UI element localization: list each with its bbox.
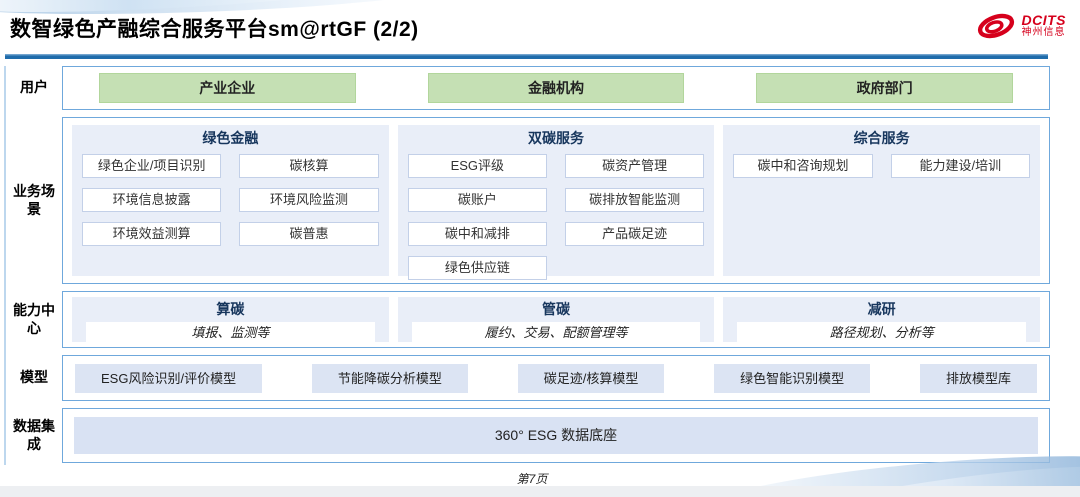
models-container: ESG风险识别/评价模型 节能降碳分析模型 碳足迹/核算模型 绿色智能识别模型 …: [62, 355, 1050, 401]
company-logo: DCITS 神州信息: [975, 11, 1067, 41]
data-foundation-item: 360° ESG 数据底座: [74, 417, 1038, 454]
page-title: 数智绿色产融综合服务平台sm@rtGF (2/2): [10, 18, 419, 41]
users-container: 产业企业 金融机构 政府部门: [62, 66, 1050, 110]
brand-name-cn: 神州信息: [1021, 27, 1066, 39]
panel-title: 双碳服务: [528, 130, 584, 146]
scenario-item: 环境信息披露: [82, 188, 222, 212]
brand-name: DCITS: [1021, 12, 1066, 29]
row-label-capabilities: 能力中心: [13, 302, 55, 336]
scenario-item: 碳中和减排: [407, 222, 547, 246]
user-box-industry: 产业企业: [99, 73, 356, 103]
scenario-item: 绿色企业/项目识别: [82, 154, 222, 178]
row-label-users: 用户: [20, 79, 48, 96]
model-item: 排放模型库: [919, 363, 1037, 393]
row-label-scenarios: 业务场景: [13, 183, 55, 217]
scenario-item: 碳账户: [407, 188, 547, 212]
cap-panel-reduce-research: 减研 路径规划、分析等: [723, 297, 1041, 343]
scenario-item: 碳中和咨询规划: [733, 154, 873, 178]
capabilities-container: 算碳 填报、监测等 管碳 履约、交易、配额管理等 减研 路径规划、分析等: [62, 291, 1050, 348]
row-label-models: 模型: [20, 369, 48, 386]
scenario-item: 绿色供应链: [407, 256, 547, 280]
row-models: 模型 ESG风险识别/评价模型 节能降碳分析模型 碳足迹/核算模型 绿色智能识别…: [6, 355, 1050, 401]
row-scenarios: 业务场景 绿色金融 绿色企业/项目识别 碳核算 环境信息披露 环境风险监测 环境…: [6, 117, 1050, 284]
scenario-item: 碳资产管理: [565, 154, 705, 178]
item-grid: ESG评级 碳资产管理 碳账户 碳排放智能监测 碳中和减排 产品碳足迹 绿色供应…: [407, 154, 705, 280]
panel-comprehensive-services: 综合服务 碳中和咨询规划 能力建设/培训: [723, 125, 1041, 276]
scenario-item: 碳普惠: [239, 222, 379, 246]
scenario-item: 碳排放智能监测: [565, 188, 705, 212]
scenario-item: 环境风险监测: [239, 188, 379, 212]
cap-panel-calc-carbon: 算碳 填报、监测等: [72, 297, 389, 343]
cap-desc: 路径规划、分析等: [737, 322, 1027, 343]
item-grid: 碳中和咨询规划 能力建设/培训: [733, 154, 1031, 178]
scenarios-container: 绿色金融 绿色企业/项目识别 碳核算 环境信息披露 环境风险监测 环境效益测算 …: [62, 117, 1050, 284]
architecture-diagram: 用户 产业企业 金融机构 政府部门 业务场景 绿色金融 绿色企业/项目识别 碳核…: [6, 66, 1050, 470]
row-users: 用户 产业企业 金融机构 政府部门: [6, 66, 1050, 110]
bottom-right-swoosh-decoration: [740, 447, 1080, 489]
row-label-data-integration: 数据集成: [13, 418, 55, 452]
header-divider: [5, 54, 1048, 59]
item-grid: 绿色企业/项目识别 碳核算 环境信息披露 环境风险监测 环境效益测算 碳普惠: [82, 154, 379, 246]
cap-panel-manage-carbon: 管碳 履约、交易、配额管理等: [397, 297, 715, 343]
scenario-item: 碳核算: [239, 154, 379, 178]
cap-desc: 填报、监测等: [86, 322, 375, 343]
panel-title: 绿色金融: [202, 130, 259, 146]
data-integration-container: 360° ESG 数据底座: [62, 408, 1050, 463]
cap-title: 减研: [867, 301, 896, 317]
dcits-swirl-icon: [977, 13, 1014, 39]
model-item: ESG风险识别/评价模型: [75, 363, 263, 393]
panel-dual-carbon: 双碳服务 ESG评级 碳资产管理 碳账户 碳排放智能监测 碳中和减排 产品碳足迹…: [397, 125, 715, 280]
footer-page-number: 第7页: [516, 472, 548, 486]
row-capabilities: 能力中心 算碳 填报、监测等 管碳 履约、交易、配额管理等 减研 路径规划、分析…: [6, 291, 1050, 348]
scenario-item: 产品碳足迹: [565, 222, 705, 246]
cap-desc: 履约、交易、配额管理等: [411, 322, 701, 343]
scenario-item: 环境效益测算: [82, 222, 222, 246]
model-item: 碳足迹/核算模型: [517, 363, 665, 393]
model-item: 绿色智能识别模型: [714, 363, 871, 393]
model-item: 节能降碳分析模型: [311, 363, 468, 393]
user-box-government: 政府部门: [756, 73, 1013, 103]
bottom-bar: [0, 486, 1080, 497]
panel-green-finance: 绿色金融 绿色企业/项目识别 碳核算 环境信息披露 环境风险监测 环境效益测算 …: [72, 125, 389, 276]
cap-title: 算碳: [216, 301, 245, 317]
panel-title: 综合服务: [853, 130, 910, 146]
user-box-finance: 金融机构: [427, 73, 685, 103]
row-data-integration: 数据集成 360° ESG 数据底座: [6, 408, 1050, 463]
scenario-item: 能力建设/培训: [890, 154, 1031, 178]
cap-title: 管碳: [542, 301, 570, 317]
scenario-item: ESG评级: [407, 154, 547, 178]
left-edge-rule: [4, 66, 6, 465]
